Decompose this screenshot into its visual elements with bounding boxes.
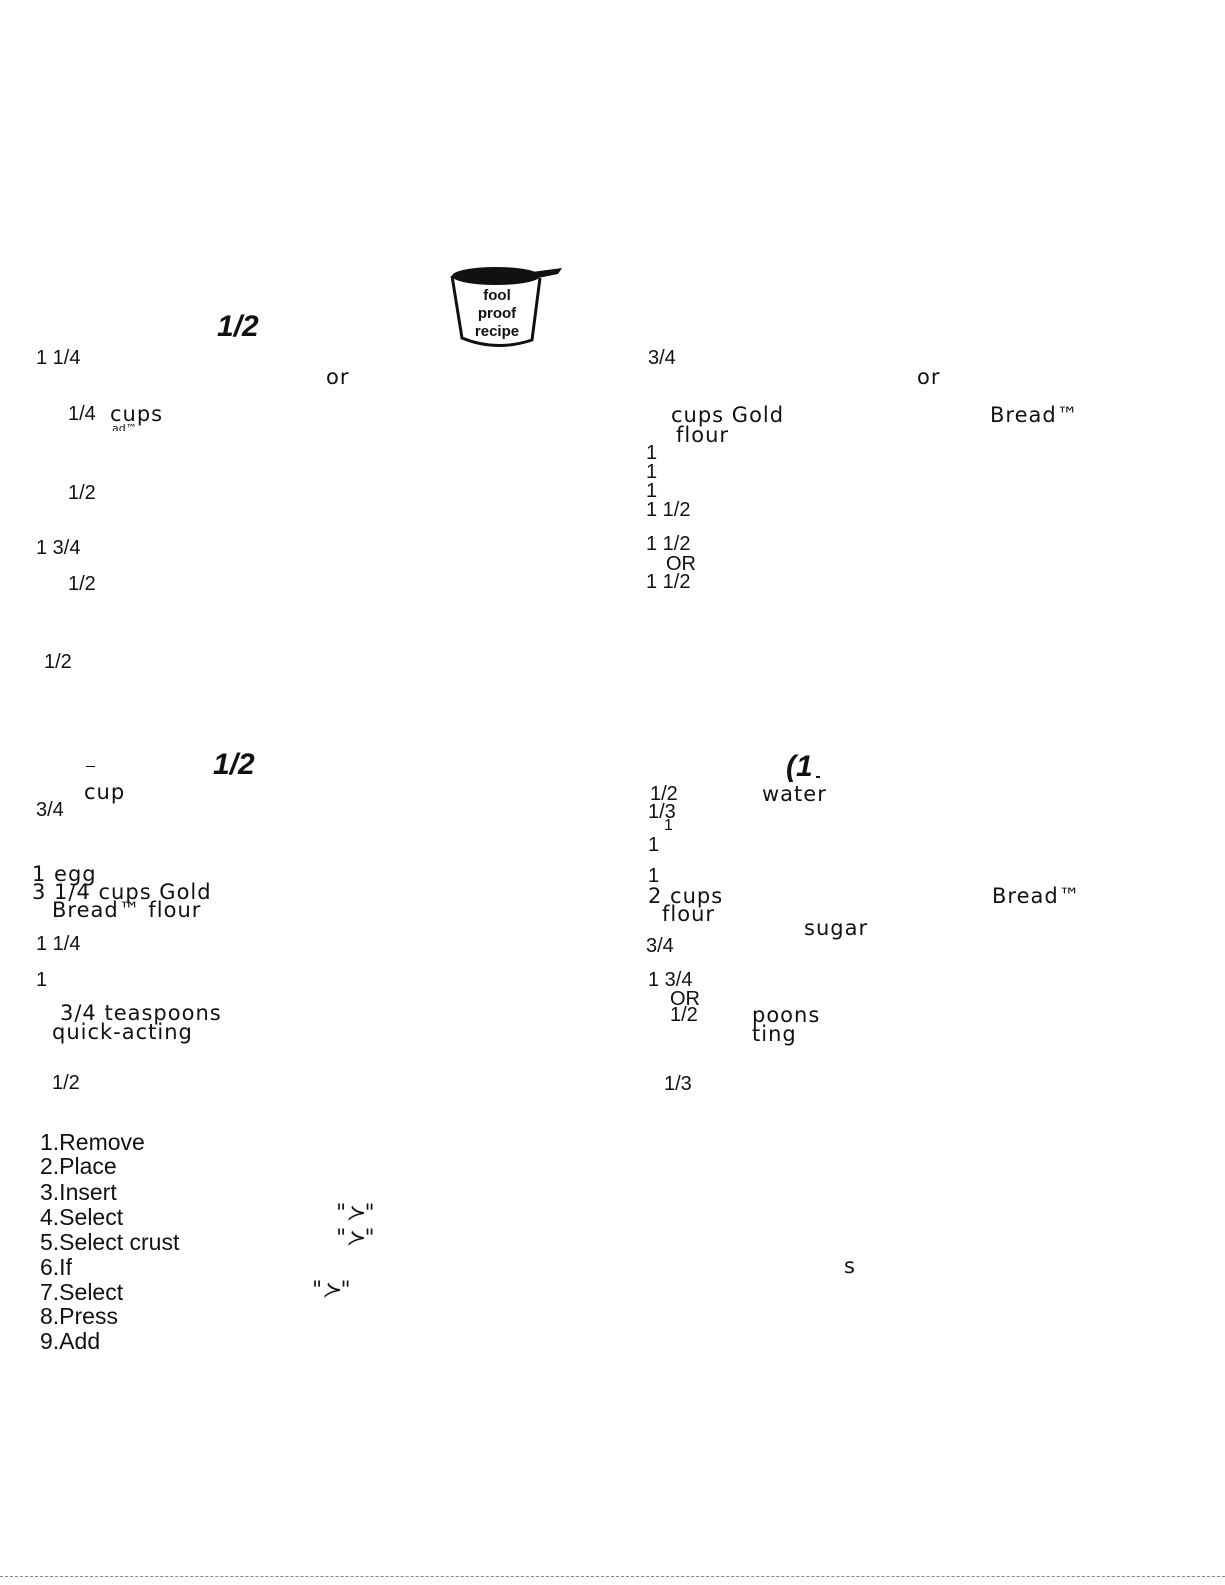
- ingredient-cups-gold: 3 1/4 cups Gold: [32, 880, 212, 904]
- step-8-label: 8.Press: [40, 1303, 118, 1329]
- ingredient-qty: 1/2: [52, 1072, 80, 1094]
- page-bottom-rule: [0, 1576, 1225, 1577]
- step-5-label: 5.Select crust: [40, 1229, 180, 1255]
- ingredient-teaspoons: 3/4 teaspoons: [60, 1001, 222, 1025]
- ingredient-or: OR: [666, 553, 696, 575]
- dash-mark: [86, 766, 95, 767]
- ingredient-qty: 1: [648, 865, 660, 887]
- step-9-label: 9.Add: [40, 1328, 101, 1354]
- ingredient-qty: 1 3/4: [648, 969, 693, 991]
- recipe-heading-upper-left: 1/2: [217, 310, 259, 343]
- step-7-label: 7.Select: [40, 1279, 124, 1305]
- ingredient-qty: 1 1/2: [646, 533, 691, 555]
- ingredient-qty: 1: [646, 442, 658, 464]
- ingredient-sugar: sugar: [804, 916, 869, 940]
- ingredient-or: OR: [670, 988, 700, 1010]
- ingredient-fragment: ad™: [112, 423, 137, 431]
- logo-line-recipe: recipe: [475, 323, 519, 340]
- recipe-heading-lower-left: 1/2: [213, 748, 255, 781]
- ingredient-cups-gold: cups Gold: [671, 403, 785, 427]
- ingredient-qty: 1/3: [648, 801, 676, 823]
- ingredient-qty: 1/2: [670, 1004, 698, 1026]
- step-1-label: 1.Remove: [40, 1129, 145, 1155]
- ingredient-qty: 3/4: [36, 799, 64, 821]
- ingredient-unit: cups: [110, 402, 164, 426]
- ingredient-quick-acting: quick-acting: [52, 1020, 193, 1044]
- ingredient-qty: 3/4: [646, 935, 674, 957]
- step-7-arrow-mark: "≻": [312, 1278, 351, 1303]
- logo-line-proof: proof: [478, 305, 517, 322]
- ingredient-qty: 1 1/4: [36, 347, 81, 369]
- ingredient-qty: 1 3/4: [36, 537, 81, 559]
- ingredient-qty: 1/2: [68, 482, 96, 504]
- fool-proof-recipe-logo: fool proof recipe: [450, 267, 562, 348]
- ingredient-cup: cup: [84, 780, 126, 804]
- step-6-label: 6.If: [40, 1254, 72, 1280]
- ingredient-or: or: [917, 365, 941, 389]
- ingredient-qty: 1: [36, 969, 48, 991]
- ingredient-qty: 1: [648, 834, 660, 856]
- step-5-arrow-mark: "≻": [336, 1226, 375, 1251]
- ingredient-bread-tm: Bread™: [992, 884, 1081, 908]
- dash-mark: [816, 776, 820, 778]
- recipe-heading-lower-right: (1: [786, 750, 813, 783]
- ingredient-qty: 1/4: [68, 403, 96, 425]
- step-2-label: 2.Place: [40, 1153, 117, 1179]
- ingredient-egg: 1 egg: [32, 862, 97, 886]
- ingredient-ting: ting: [752, 1022, 797, 1046]
- ingredient-flour: flour: [676, 423, 730, 447]
- ingredient-water: water: [762, 782, 827, 806]
- step-4-label: 4.Select: [40, 1204, 124, 1230]
- ingredient-bread-flour: Bread™ flour: [52, 898, 202, 922]
- ingredient-qty: 1/3: [664, 1073, 692, 1095]
- step-3-label: 3.Insert: [40, 1179, 117, 1205]
- ingredient-qty: 1: [646, 461, 658, 483]
- ingredient-qty: 1 1/2: [646, 499, 691, 521]
- step-4-arrow-mark: "≻": [336, 1201, 375, 1226]
- ingredient-qty: 1: [646, 480, 658, 502]
- ingredient-qty: 1 1/4: [36, 933, 81, 955]
- ingredient-poons: poons: [752, 1003, 821, 1027]
- ingredient-qty: 1/2: [44, 651, 72, 673]
- ingredient-qty: 1 1/2: [646, 571, 691, 593]
- ingredient-flour: flour: [662, 902, 716, 926]
- ingredient-cups: 2 cups: [648, 884, 724, 908]
- ingredient-qty: 1: [664, 817, 673, 834]
- measuring-cup-icon: [450, 267, 562, 348]
- step-6-fragment: s: [844, 1254, 856, 1278]
- ingredient-bread-tm: Bread™: [990, 403, 1079, 427]
- ingredient-qty: 3/4: [648, 347, 676, 369]
- ingredient-or: or: [326, 365, 350, 389]
- ingredient-qty: 1/2: [68, 573, 96, 595]
- ingredient-qty: 1/2: [650, 783, 678, 805]
- logo-line-fool: fool: [483, 287, 511, 304]
